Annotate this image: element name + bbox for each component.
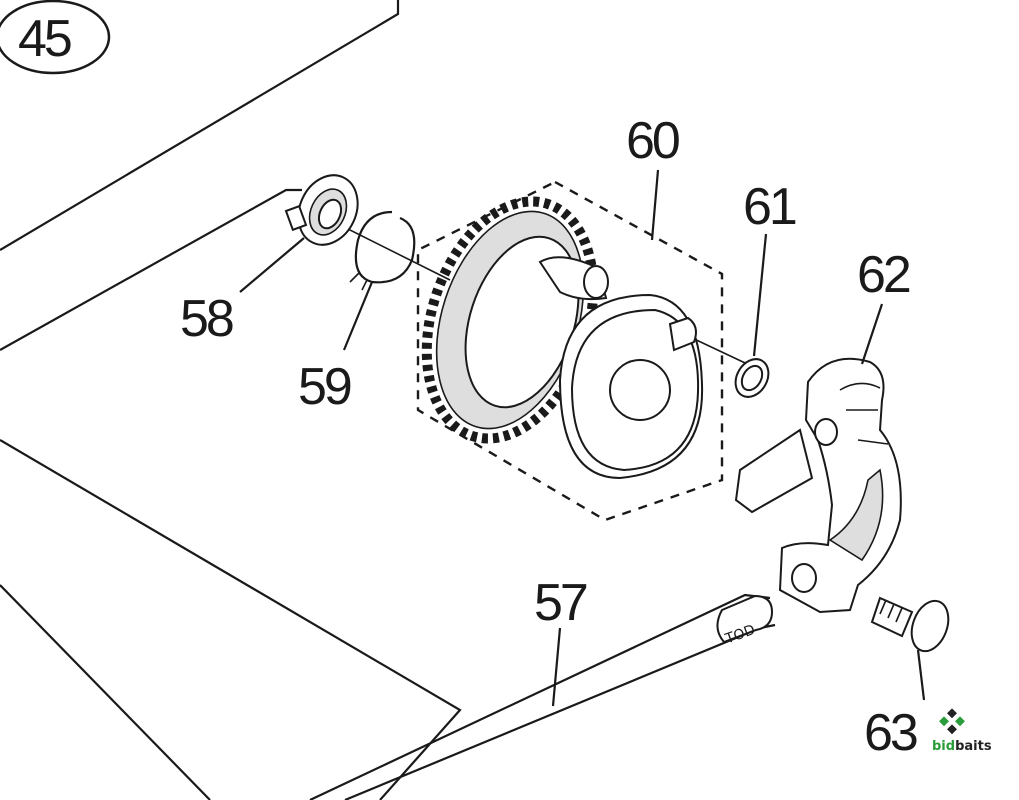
screw-part-63 <box>870 596 950 653</box>
label-part-61: 61 <box>743 178 796 236</box>
label-part-60: 60 <box>626 112 679 170</box>
bidbaits-logo-icon <box>939 708 965 735</box>
label-part-57: 57 <box>534 574 587 632</box>
watermark-bid-text: bid <box>932 739 955 754</box>
gear-assembly-part-60 <box>416 180 724 522</box>
label-part-59: 59 <box>298 358 351 416</box>
lever-part-62 <box>734 357 902 614</box>
callout-45-label: 45 <box>18 10 71 68</box>
bushing-part-58 <box>284 174 359 246</box>
label-part-58: 58 <box>180 290 233 348</box>
callout-45: 45 <box>0 0 111 75</box>
housing-outline <box>0 0 462 800</box>
svg-text:bidbaits: bidbaits <box>932 739 992 754</box>
bidbaits-watermark: bidbaits <box>932 708 992 754</box>
label-part-63: 63 <box>864 704 917 762</box>
clip-part-59 <box>349 210 416 291</box>
oring-part-61 <box>734 358 770 398</box>
leader-lines <box>239 169 926 707</box>
watermark-baits-text: baits <box>955 739 992 754</box>
shaft-part-57: TOD <box>309 593 776 800</box>
label-part-62: 62 <box>857 246 910 304</box>
